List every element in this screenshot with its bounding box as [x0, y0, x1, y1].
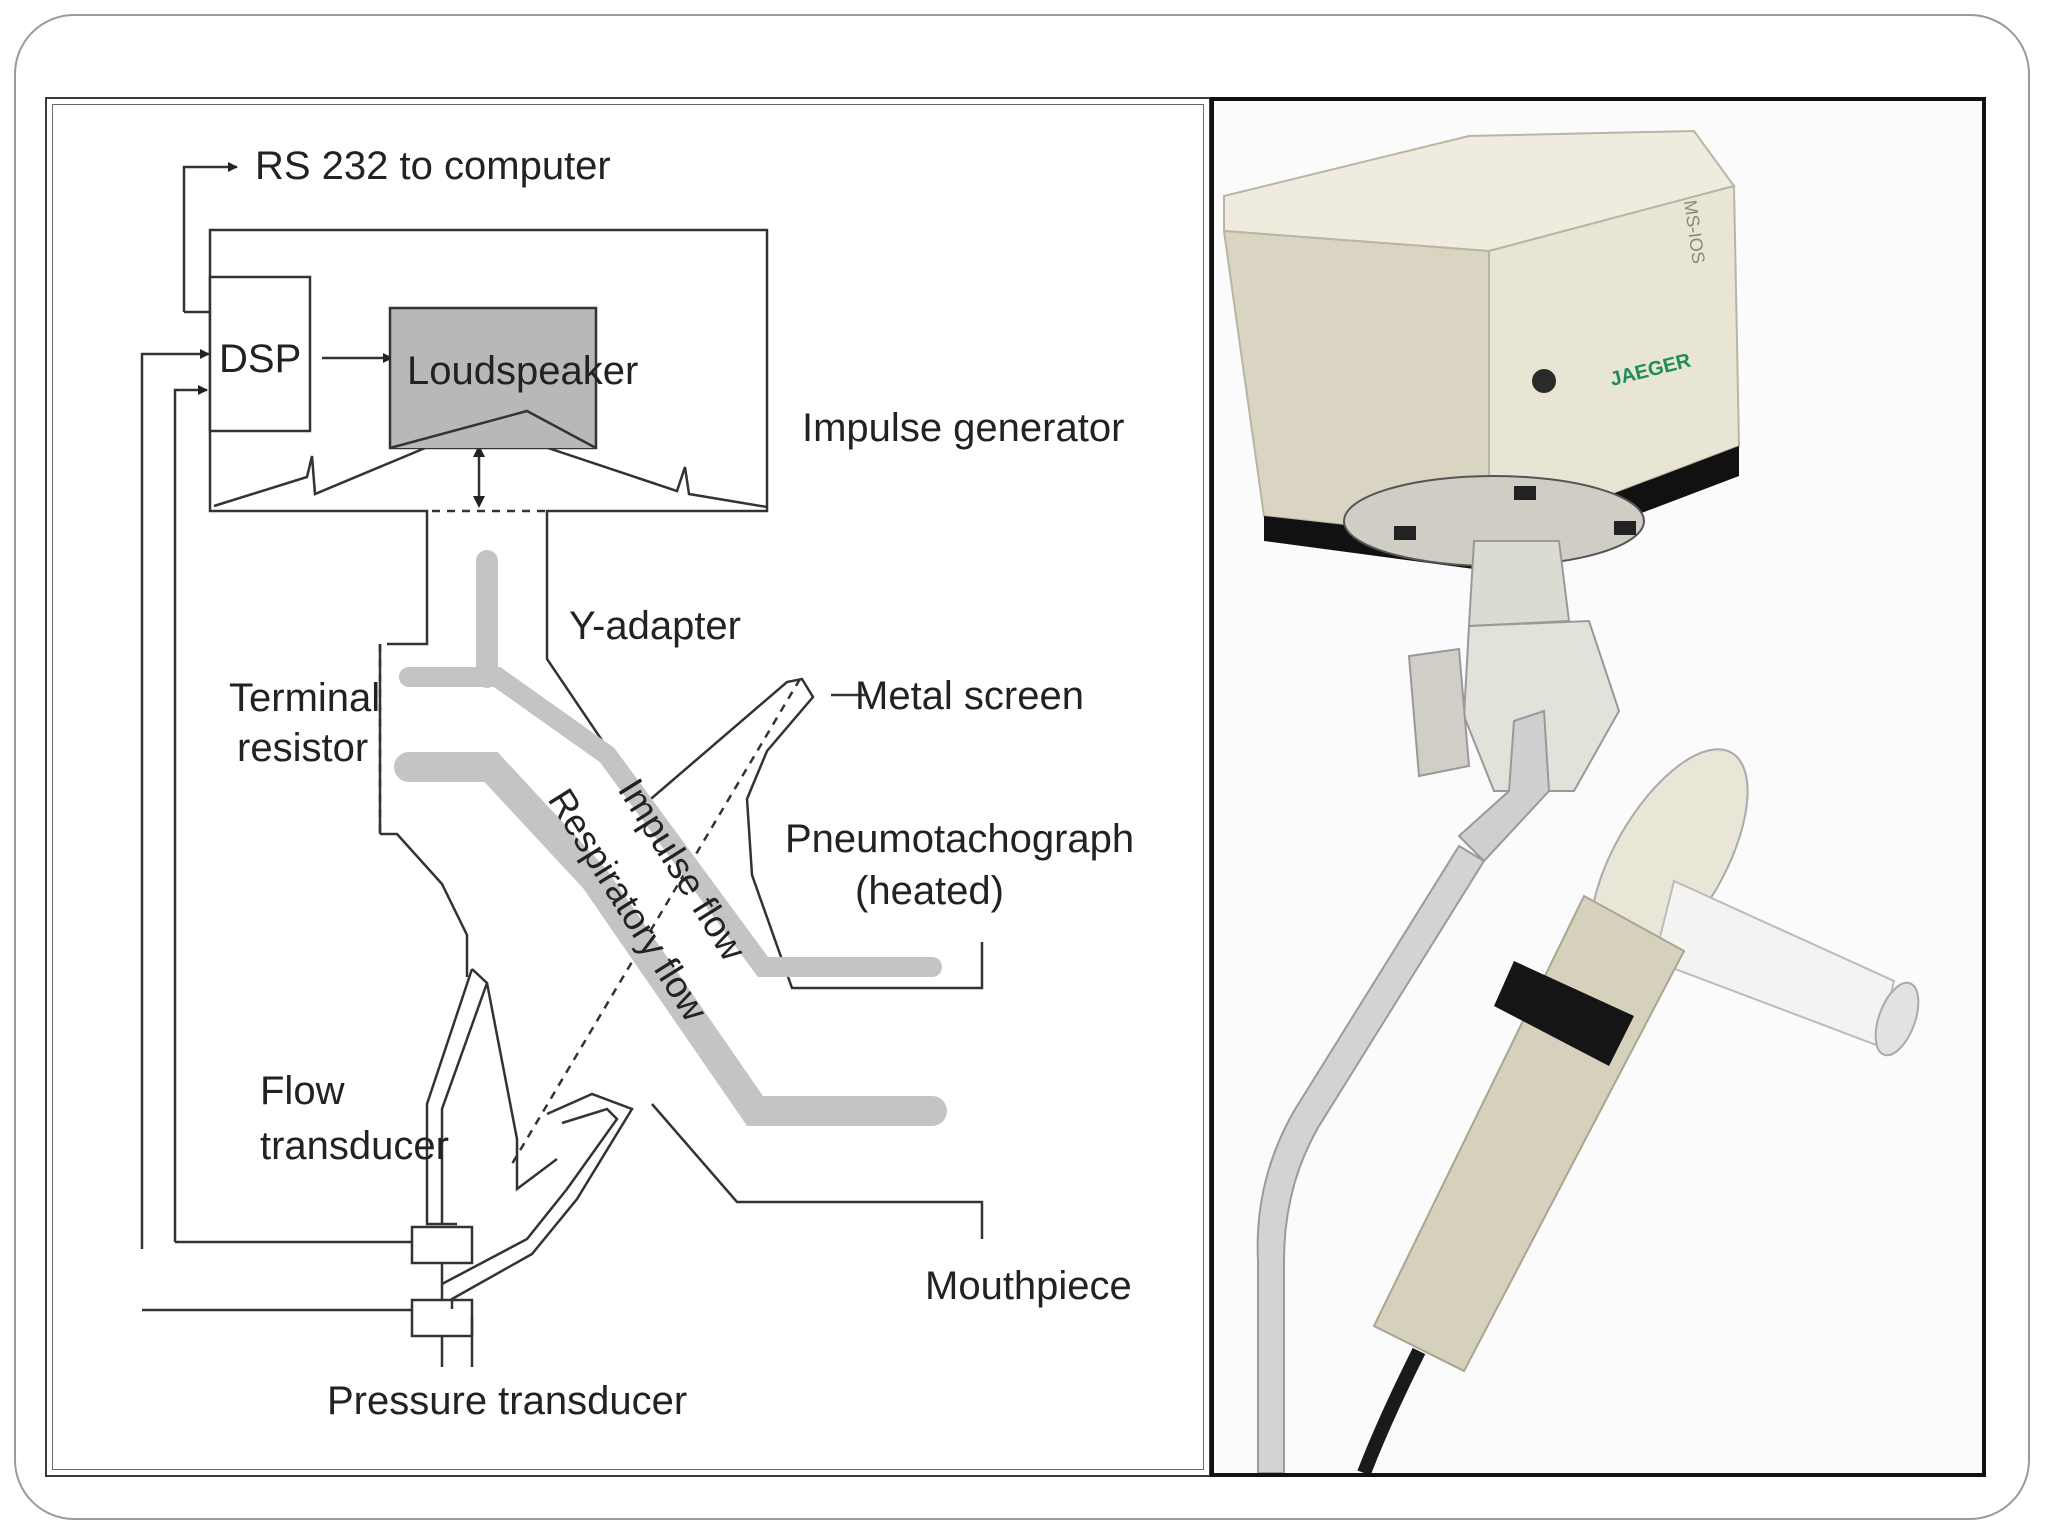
cable: [1357, 1347, 1426, 1473]
terminal-resistor-label-2: resistor: [237, 726, 368, 770]
pneumotachograph-label-1: Pneumotachograph: [785, 817, 1134, 861]
mouthpiece-label: Mouthpiece: [925, 1264, 1132, 1308]
metal-screen-label: Metal screen: [855, 674, 1084, 718]
impulse-generator-label: Impulse generator: [802, 406, 1124, 450]
rs232-label: RS 232 to computer: [255, 144, 611, 188]
pressure-transducer-box: [410, 1298, 474, 1338]
device-photo-panel: JAEGER MS-IOS: [1210, 97, 1986, 1477]
y-adapter-label: Y-adapter: [569, 604, 741, 648]
pneumotachograph-label-2: (heated): [855, 869, 1004, 913]
loudspeaker-label: Loudspeaker: [407, 349, 638, 393]
dsp-box: [208, 275, 312, 433]
mouthpiece-opening: [1874, 981, 1920, 1057]
flow-transducer-label-2: transducer: [260, 1124, 449, 1168]
side-clamp: [1407, 647, 1471, 778]
indicator-light: [1532, 369, 1556, 393]
neck: [1467, 540, 1571, 628]
flow-transducer-box: [410, 1225, 474, 1265]
clamp-arm: [1457, 709, 1551, 863]
pneumotach-body: [1372, 894, 1686, 1373]
black-collar: [1494, 961, 1634, 1066]
flow-transducer-label-1: Flow: [260, 1069, 345, 1113]
dsp-label: DSP: [219, 337, 301, 381]
ios-schematic-diagram: RS 232 to computer DSP Loudspeaker Impul…: [140, 144, 1134, 1423]
pressure-transducer-label: Pressure transducer: [327, 1379, 687, 1423]
mouthpiece-tube: [1652, 879, 1896, 1048]
knob-left: [1394, 526, 1416, 540]
terminal-resistor-label-1: Terminal: [229, 676, 380, 720]
pressure-signal-line: [140, 349, 210, 1249]
flow-signal-line: [173, 385, 208, 1242]
membrane-line: [213, 439, 768, 509]
rs232-line: [182, 162, 238, 312]
knob-right: [1614, 521, 1636, 535]
diagram-panel: RS 232 to computer DSP Loudspeaker Impul…: [45, 97, 1211, 1477]
impulse-generator-housing: [208, 228, 769, 564]
ios-device-illustration: JAEGER MS-IOS: [1222, 129, 1920, 1473]
support-rod: [1256, 844, 1486, 1473]
diagram-inner-border: [52, 104, 1204, 1470]
knob-center: [1514, 486, 1536, 500]
